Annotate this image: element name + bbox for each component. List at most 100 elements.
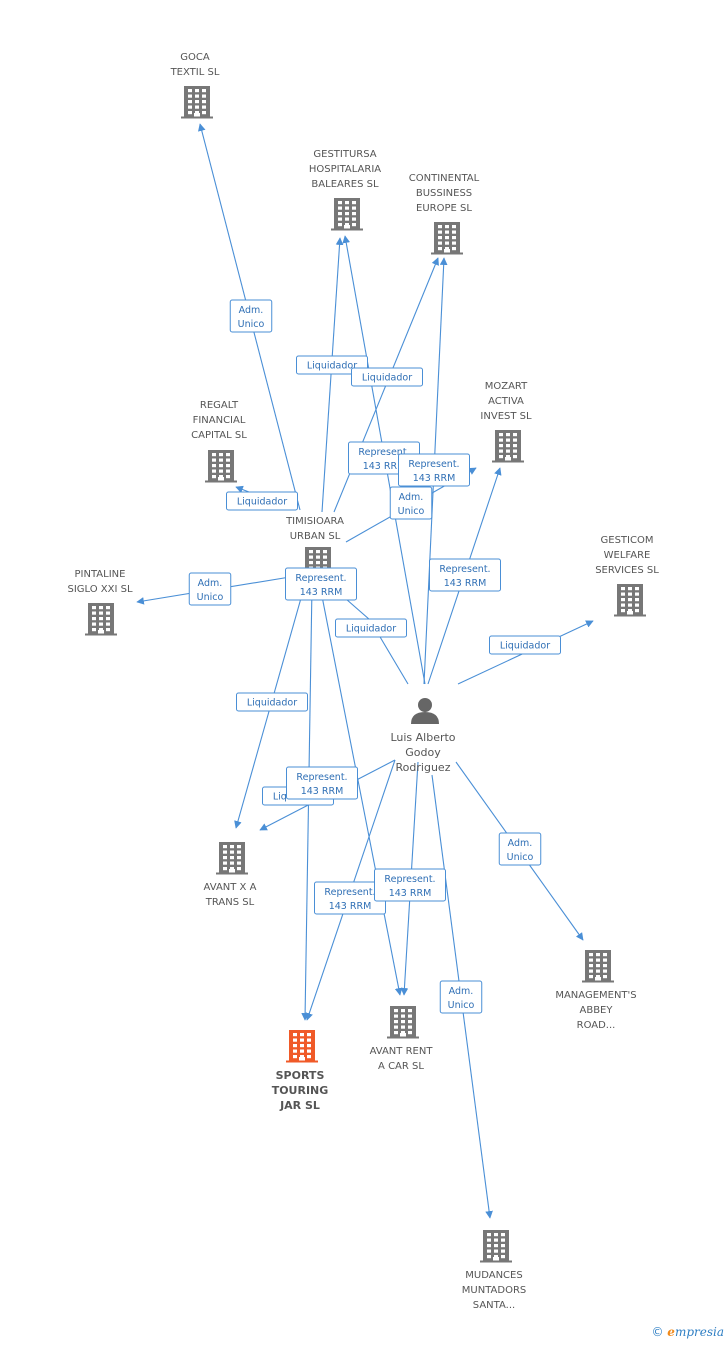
edge-label-text: Represent. [295, 573, 346, 584]
node-label-line: AVANT RENT [370, 1046, 434, 1057]
node-label-line: A CAR SL [378, 1061, 424, 1072]
edge-label-text: 143 RRM [444, 578, 487, 589]
edge-label-box [439, 980, 483, 1014]
building-icon[interactable] [431, 222, 463, 255]
edge-labels-layer: Adm.UnicoLiquidadorLiquidadorRepresent.1… [188, 299, 561, 1014]
node-label-line: GESTITURSA [313, 149, 376, 160]
edge-label-box [429, 558, 501, 592]
node-management[interactable]: MANAGEMENT'SABBEYROAD... [555, 950, 637, 1031]
edge-label-text: Adm. [239, 305, 264, 316]
edge-label[interactable]: Liquidador [236, 692, 308, 712]
edge-label[interactable]: Represent.143 RRM [429, 558, 501, 592]
edge-label[interactable]: Represent.143 RRM [285, 567, 357, 601]
edge-label-text: Represent. [384, 874, 435, 885]
edge-label-box [335, 618, 407, 638]
node-label-line: TIMISIOARA [285, 516, 344, 527]
node-label-line: CONTINENTAL [409, 173, 480, 184]
node-avantx[interactable]: AVANT X A TRANS SL [204, 842, 257, 908]
building-icon[interactable] [216, 842, 248, 875]
node-label-line: TOURING [272, 1084, 329, 1097]
node-label-line: ABBEY [580, 1005, 614, 1016]
node-label-line: Godoy [405, 746, 441, 759]
node-label-line: MOZART [485, 381, 528, 392]
node-label-line: TEXTIL SL [170, 67, 220, 78]
node-label-line: BUSSINESS [416, 188, 472, 199]
edge-label[interactable]: Liquidador [296, 355, 368, 375]
node-label-line: SERVICES SL [595, 565, 659, 576]
edge-label[interactable]: Adm.Unico [439, 980, 483, 1014]
node-label-line: URBAN SL [290, 531, 341, 542]
edge-label-box [285, 567, 357, 601]
edge-label-text: Represent. [408, 459, 459, 470]
edge-label[interactable]: Liquidador [335, 618, 407, 638]
edge-label[interactable]: Represent.143 RRM [286, 766, 358, 800]
building-icon[interactable] [582, 950, 614, 983]
person-icon[interactable] [411, 698, 439, 724]
edge-label-box [226, 491, 298, 511]
node-avantrent[interactable]: AVANT RENT A CAR SL [370, 1006, 434, 1072]
building-icon[interactable] [205, 450, 237, 483]
brand-name: mpresia [674, 1325, 724, 1339]
building-icon[interactable] [480, 1230, 512, 1263]
edge-label-text: Liquidador [237, 497, 287, 508]
edge-label-text: Adm. [508, 838, 533, 849]
node-label-line: BALEARES SL [311, 179, 379, 190]
edge-label[interactable]: Adm. Unico [498, 832, 542, 866]
edge-label[interactable]: Adm.Unico [188, 572, 232, 606]
node-label-line: CAPITAL SL [191, 430, 247, 441]
node-label-line: TRANS SL [205, 897, 255, 908]
edge-label[interactable]: Represent.143 RRM [374, 868, 446, 902]
edge-label-text: Unico [448, 1000, 475, 1011]
edge-label-text: Liquidador [346, 624, 396, 635]
building-icon[interactable] [181, 86, 213, 119]
edge-label[interactable]: Liquidador [351, 367, 423, 387]
edge-label-box [188, 572, 232, 606]
node-label-line: FINANCIAL [193, 415, 246, 426]
node-continental[interactable]: CONTINENTAL BUSSINESS EUROPE SL [409, 173, 480, 255]
edge-line [319, 585, 403, 996]
building-icon[interactable] [286, 1030, 318, 1063]
node-label-line: ACTIVA [488, 396, 524, 407]
node-label-line: JAR SL [279, 1099, 320, 1112]
node-label-line: AVANT X A [204, 882, 257, 893]
edge-label-text: 143 RRM [363, 461, 406, 472]
edge-label[interactable]: Adm. Unico [389, 486, 433, 520]
building-icon[interactable] [331, 198, 363, 231]
edge-label-text: Unico [398, 506, 425, 517]
edge-label[interactable]: Represent. 143 RRM [398, 453, 470, 487]
brand-initial: e [667, 1325, 675, 1339]
building-icon[interactable] [614, 584, 646, 617]
edge-line [321, 237, 344, 513]
edge-label-text: Adm. [399, 492, 424, 503]
edge-label-box [489, 635, 561, 655]
edge-label-text: Unico [197, 592, 224, 603]
node-label-line: ROAD... [577, 1020, 616, 1031]
edge-label[interactable]: Adm.Unico [229, 299, 273, 333]
edge-label[interactable]: Liquidador [226, 491, 298, 511]
edge-label-text: Liquidador [307, 361, 357, 372]
node-label-line: EUROPE SL [416, 203, 472, 214]
edge-label-text: 143 RRM [301, 786, 344, 797]
building-icon[interactable] [492, 430, 524, 463]
node-mudances[interactable]: MUDANCESMUNTADORSSANTA... [462, 1230, 526, 1311]
edge-label-text: Represent. [324, 887, 375, 898]
edge-label[interactable]: Liquidador [489, 635, 561, 655]
node-label-line: Luis Alberto [390, 731, 455, 744]
edge-label-text: 143 RRM [413, 473, 456, 484]
empresia-footer[interactable]: © empresia [651, 1325, 724, 1339]
edge-label-text: Unico [507, 852, 534, 863]
edge-label-text: 143 RRM [329, 901, 372, 912]
building-icon[interactable] [85, 603, 117, 636]
building-icon[interactable] [387, 1006, 419, 1039]
edge-label-box [236, 692, 308, 712]
edge-label-box [389, 486, 433, 520]
